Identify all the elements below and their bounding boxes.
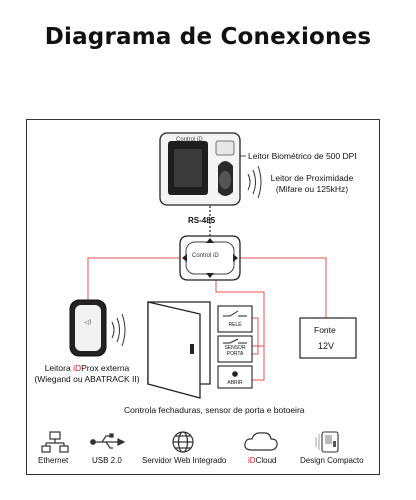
rs485-label: RS-485 [188,216,216,225]
globe-icon [172,431,194,453]
external-reader: ◁) [69,299,107,357]
cloud-icon [244,432,278,451]
controller-brand-label: Control iD [192,253,219,259]
svg-text:◁): ◁) [85,319,92,326]
door-icon [147,301,211,399]
biometric-terminal [159,132,241,206]
page-title: Diagrama de Conexiones [44,24,372,50]
power-supply-box [299,317,357,359]
proximity-wave-icon [247,165,262,199]
power-supply-label: Fonte [314,325,336,335]
wire-to-abrir [215,276,265,381]
diagram-frame [26,119,380,475]
voltage-label: 12V [318,341,335,351]
wire-rele-sensor [252,317,259,355]
rele-box [217,305,253,333]
usb-icon [90,433,126,449]
rele-label: RELÉ [228,322,242,328]
wiring [87,257,327,381]
open-button-label: ABRIR [227,380,243,386]
controls-caption: Controla fechaduras, sensor de porta e b… [124,405,305,415]
feature-ethernet-label: Ethernet [38,456,69,465]
external-reader-label: Leitora iDProx externa (Wiegand ou ABATR… [34,363,140,384]
feature-compact-label: Design Compacto [300,456,364,465]
external-reader-wave-icon [111,313,126,347]
biometric-reader-label: Leitor Biométrico de 500 DPI [248,151,357,161]
door-sensor-box [217,335,253,363]
wire-to-external-reader [87,257,180,300]
feature-idcloud-label: iDCloud [248,456,277,465]
wire-to-power-supply [240,257,327,318]
controller-module [179,235,241,281]
feature-usb-label: USB 2.0 [92,456,122,465]
open-button-box [217,365,253,389]
proximity-reader-label: Leitor de Proximidade (Mifare ou 125kHz) [270,173,354,194]
feature-webserver-label: Servidor Web Integrado [142,456,227,465]
compact-device-icon [315,431,339,453]
door-sensor-label: SENSOR PORTA [224,345,246,357]
ethernet-icon [41,431,69,453]
device-brand-label: Control iD [176,137,203,143]
